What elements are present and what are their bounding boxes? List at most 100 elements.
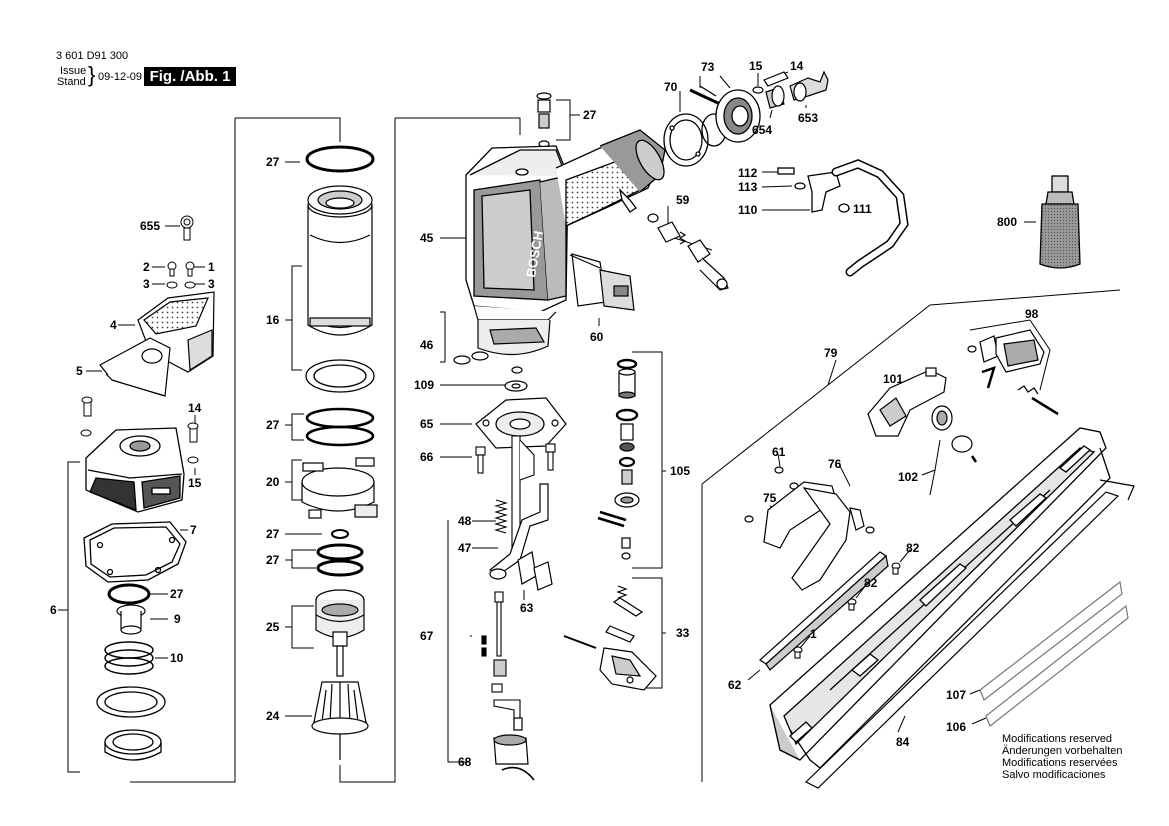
callout-68: 68	[458, 755, 472, 769]
part-25-piston	[315, 589, 365, 639]
part-33-trigger	[563, 585, 657, 691]
callout-14: 14	[790, 59, 804, 73]
part-800-oil-bottle	[1039, 175, 1081, 269]
callout-1: 1	[810, 627, 817, 641]
callout-79: 79	[824, 346, 838, 360]
callout-7: 7	[190, 523, 197, 537]
callout-48: 48	[458, 514, 472, 528]
part-109-washer	[504, 366, 528, 392]
stand-label: Stand	[57, 76, 86, 88]
callout-3: 3	[208, 277, 215, 291]
part-60-bracket	[569, 253, 635, 311]
callout-1: 1	[208, 260, 215, 274]
callout-5: 5	[76, 364, 83, 378]
callout-655: 655	[140, 219, 160, 233]
callout-27: 27	[266, 553, 280, 567]
part-70-cap-plate	[663, 113, 709, 167]
modifications-line-es: Salvo modificaciones	[1002, 769, 1106, 781]
driver-blade	[511, 435, 535, 561]
part-46-nosepiece-collar	[453, 305, 557, 365]
shaft-67	[481, 591, 521, 729]
callout-10: 10	[170, 651, 184, 665]
modifications-line-en: Modifications reserved	[1002, 733, 1113, 745]
callout-16: 16	[266, 313, 280, 327]
washers-3	[166, 281, 196, 289]
orings-27-pair	[305, 407, 375, 447]
frame-line-cylinder	[235, 117, 341, 142]
doc-number: 3 601 D91 300	[56, 50, 129, 62]
callout-46: 46	[420, 338, 434, 352]
part-101-bracket	[867, 367, 947, 437]
callout-6: 6	[50, 603, 57, 617]
callout-75: 75	[763, 491, 777, 505]
part-75-76-pusher	[744, 466, 875, 591]
ring-16b	[305, 359, 375, 393]
issue-date: 09-12-09	[98, 71, 143, 83]
ring-seal-lower	[104, 729, 162, 761]
part-105-valve-stack	[597, 358, 640, 560]
callout-105: 105	[670, 464, 690, 478]
part-65-plate	[475, 397, 567, 449]
part-106-107-strips	[804, 479, 1135, 789]
part-102-roller	[931, 405, 978, 463]
callout-84: 84	[896, 735, 910, 749]
callout-59: 59	[676, 193, 690, 207]
oring-27-left	[107, 583, 151, 605]
callout-15: 15	[749, 59, 763, 73]
callout-70: 70	[664, 80, 678, 94]
callout-47: 47	[458, 541, 472, 555]
callout-66: 66	[420, 450, 434, 464]
callout-20: 20	[266, 475, 280, 489]
screws-82-1	[793, 562, 901, 659]
callout-67: 67	[420, 629, 434, 643]
part-63-clips	[517, 551, 553, 591]
piston-rod	[332, 631, 348, 677]
callout-3: 3	[143, 277, 150, 291]
callout-24: 24	[266, 709, 280, 723]
part-62-rail	[759, 551, 889, 671]
screws-14-15-left	[80, 396, 199, 464]
issue-brace: }	[88, 62, 96, 87]
bracket-6	[67, 461, 80, 773]
callout-27: 27	[266, 418, 280, 432]
part-98-latch	[967, 329, 1059, 416]
trigger-valve-stack-27	[536, 92, 552, 148]
callout-61: 61	[772, 445, 786, 459]
part-10-spring-ring	[104, 641, 154, 675]
callout-65: 65	[420, 417, 434, 431]
oring-27-top	[305, 145, 375, 173]
spring-48	[494, 499, 508, 534]
fitting-654-653-15-14	[752, 70, 829, 109]
callout-14: 14	[188, 401, 202, 415]
callouts: 655 2 1 3 3 4 5 14 15 7 6 27 9 10 27 16 …	[50, 59, 1039, 769]
callout-98: 98	[1025, 307, 1039, 321]
callout-109: 109	[414, 378, 434, 392]
part-45-housing: BOSCH	[465, 129, 666, 313]
eyebolt-655	[180, 215, 194, 241]
part-68-nose-assembly	[493, 717, 535, 781]
modifications-line-de: Änderungen vorbehalten	[1002, 745, 1123, 757]
callout-15: 15	[188, 476, 202, 490]
bracket-67-68	[447, 520, 470, 763]
orings-27-lower	[316, 529, 364, 577]
modifications-line-fr: Modifications reservées	[1002, 757, 1118, 769]
callout-45: 45	[420, 231, 434, 245]
callout-62: 62	[728, 678, 742, 692]
part-110-air-line	[777, 159, 909, 277]
bracket-105	[632, 351, 663, 569]
ring-plate-lower	[96, 686, 166, 718]
screws-66	[475, 443, 556, 474]
callout-4: 4	[110, 318, 117, 332]
trigger-lever-67	[488, 483, 549, 580]
part-16-cylinder	[307, 185, 373, 336]
callout-82: 82	[906, 541, 920, 555]
callout-27: 27	[583, 108, 597, 122]
callout-106: 106	[946, 720, 966, 734]
modifications-notice: Modifications reserved Änderungen vorbeh…	[1002, 733, 1122, 781]
screws-1-2	[167, 261, 195, 277]
part-7-gasket	[83, 521, 187, 583]
callout-653: 653	[798, 111, 818, 125]
part-5-shield	[99, 337, 171, 397]
part-59-valve	[647, 213, 729, 291]
callout-33: 33	[676, 626, 690, 640]
